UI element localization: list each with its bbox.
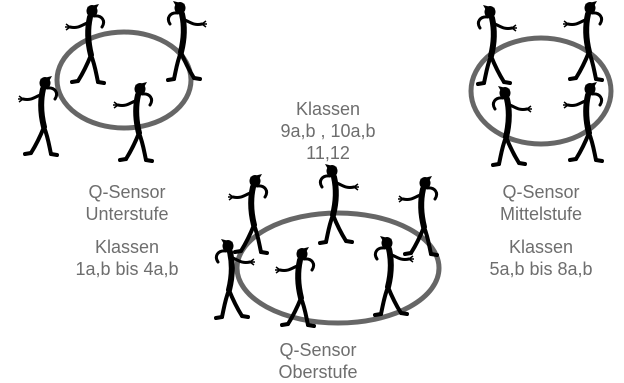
mittelstufe-sensor-line2: Mittelstufe bbox=[499, 204, 583, 224]
group-unterstufe bbox=[18, 1, 207, 161]
mittelstufe-ring bbox=[468, 35, 614, 147]
group-mittelstufe bbox=[468, 1, 614, 165]
oberstufe-classes-line3: 11,12 bbox=[306, 143, 350, 163]
dancing-person-icon bbox=[18, 76, 57, 155]
oberstufe-sensor-line1: Q-Sensor bbox=[279, 340, 357, 360]
mittelstufe-classes-line2: 5a,b bis 8a,b bbox=[489, 259, 593, 279]
dancing-person-icon bbox=[493, 86, 532, 165]
oberstufe-sensor-line2: Oberstufe bbox=[278, 362, 358, 382]
dancing-person-icon bbox=[375, 236, 414, 315]
unterstufe-sensor-line2: Unterstufe bbox=[85, 204, 169, 224]
mittelstufe-sensor-line1: Q-Sensor bbox=[502, 182, 580, 202]
oberstufe-classes-line1: Klassen bbox=[295, 99, 361, 119]
oberstufe-sensor-label: Q-Sensor Oberstufe bbox=[253, 339, 383, 383]
unterstufe-classes-line2: 1a,b bis 4a,b bbox=[75, 259, 179, 279]
unterstufe-ring bbox=[54, 29, 194, 131]
oberstufe-ring bbox=[234, 210, 442, 326]
group-oberstufe bbox=[216, 164, 442, 326]
dancing-person-icon bbox=[320, 164, 359, 243]
dancing-person-icon bbox=[168, 1, 207, 80]
unterstufe-sensor-label: Q-Sensor Unterstufe bbox=[62, 181, 192, 225]
mittelstufe-classes-line1: Klassen bbox=[508, 237, 574, 257]
unterstufe-classes-label: Klassen 1a,b bis 4a,b bbox=[52, 236, 202, 280]
dancing-person-icon bbox=[113, 82, 152, 161]
unterstufe-sensor-line1: Q-Sensor bbox=[88, 182, 166, 202]
oberstufe-classes-line2: 9a,b , 10a,b bbox=[280, 121, 376, 141]
mittelstufe-sensor-label: Q-Sensor Mittelstufe bbox=[476, 181, 606, 225]
mittelstufe-classes-label: Klassen 5a,b bis 8a,b bbox=[466, 236, 616, 280]
dancing-person-icon bbox=[228, 174, 267, 253]
unterstufe-classes-line1: Klassen bbox=[94, 237, 160, 257]
oberstufe-classes-label: Klassen 9a,b , 10a,b 11,12 bbox=[258, 98, 398, 164]
